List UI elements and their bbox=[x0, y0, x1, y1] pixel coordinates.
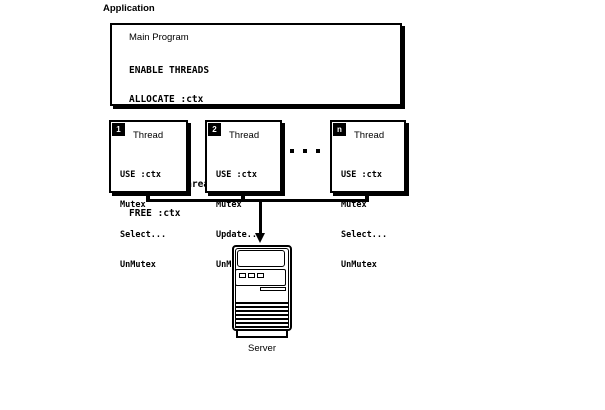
server-indicator bbox=[257, 273, 264, 278]
ellipsis-dot bbox=[290, 149, 294, 153]
server-icon bbox=[232, 245, 292, 338]
thread-badge: n bbox=[333, 123, 346, 136]
thread-box-n: n Thread USE :ctx Mutex Select... UnMute… bbox=[330, 120, 406, 270]
thread-badge: 1 bbox=[112, 123, 125, 136]
thread-code: USE :ctx Mutex Select... UnMutex bbox=[120, 150, 166, 290]
server-indicator bbox=[239, 273, 246, 278]
connector-stub-2 bbox=[241, 193, 245, 202]
thread-code: USE :ctx Mutex Select... UnMutex bbox=[341, 150, 387, 290]
server-base bbox=[236, 329, 288, 338]
code-line: FREE :ctx bbox=[129, 207, 181, 219]
server-vent-line bbox=[235, 310, 289, 312]
server-vent-line bbox=[235, 314, 289, 316]
connector-arrow-stem bbox=[259, 202, 262, 233]
connector-stub-1 bbox=[146, 193, 150, 202]
code-line: ALLOCATE :ctx bbox=[129, 93, 204, 105]
ellipsis-dot bbox=[303, 149, 307, 153]
thread-box-1: 1 Thread USE :ctx Mutex Select... UnMute… bbox=[109, 120, 188, 270]
thread-label: Thread bbox=[229, 130, 260, 141]
code-line: Update... bbox=[216, 230, 263, 240]
server-vent-line bbox=[235, 326, 289, 328]
code-line: ENABLE THREADS bbox=[129, 65, 210, 76]
server-vent-line bbox=[235, 322, 289, 324]
code-line: USE :ctx bbox=[216, 170, 257, 180]
server-vent-line bbox=[235, 302, 289, 304]
server-drive-panel bbox=[235, 269, 286, 286]
connector-horizontal-line bbox=[146, 199, 369, 202]
application-label: Application bbox=[103, 3, 155, 14]
server-label: Server bbox=[248, 343, 276, 354]
server-vent-line bbox=[235, 306, 289, 308]
code-line: Mutex bbox=[216, 200, 242, 210]
server-shell-inner-line bbox=[235, 248, 289, 328]
server-indicator bbox=[248, 273, 255, 278]
connector-stub-n bbox=[365, 193, 369, 202]
server-slot bbox=[260, 287, 286, 291]
thread-badge: 2 bbox=[208, 123, 221, 136]
code-line: Mutex bbox=[341, 200, 367, 210]
server-vent-line bbox=[235, 318, 289, 320]
main-program-title: Main Program bbox=[129, 32, 189, 43]
thread-box-2: 2 Thread USE :ctx Mutex Update... UnMute… bbox=[205, 120, 282, 270]
code-line: UnMutex bbox=[341, 260, 377, 270]
code-line: Select... bbox=[341, 230, 388, 240]
main-program-box: Main Program ENABLE THREADS ALLOCATE :ct… bbox=[110, 23, 402, 218]
code-line: UnMutex bbox=[120, 260, 156, 270]
code-line: USE :ctx bbox=[341, 170, 382, 180]
server-top-panel bbox=[237, 250, 285, 267]
ellipsis-dot bbox=[316, 149, 320, 153]
arrowhead-down-icon bbox=[255, 233, 265, 243]
code-line: USE :ctx bbox=[120, 170, 161, 180]
thread-label: Thread bbox=[133, 130, 164, 141]
thread-label: Thread bbox=[354, 130, 385, 141]
code-line: Select... bbox=[120, 230, 167, 240]
code-line: Mutex bbox=[120, 200, 146, 210]
